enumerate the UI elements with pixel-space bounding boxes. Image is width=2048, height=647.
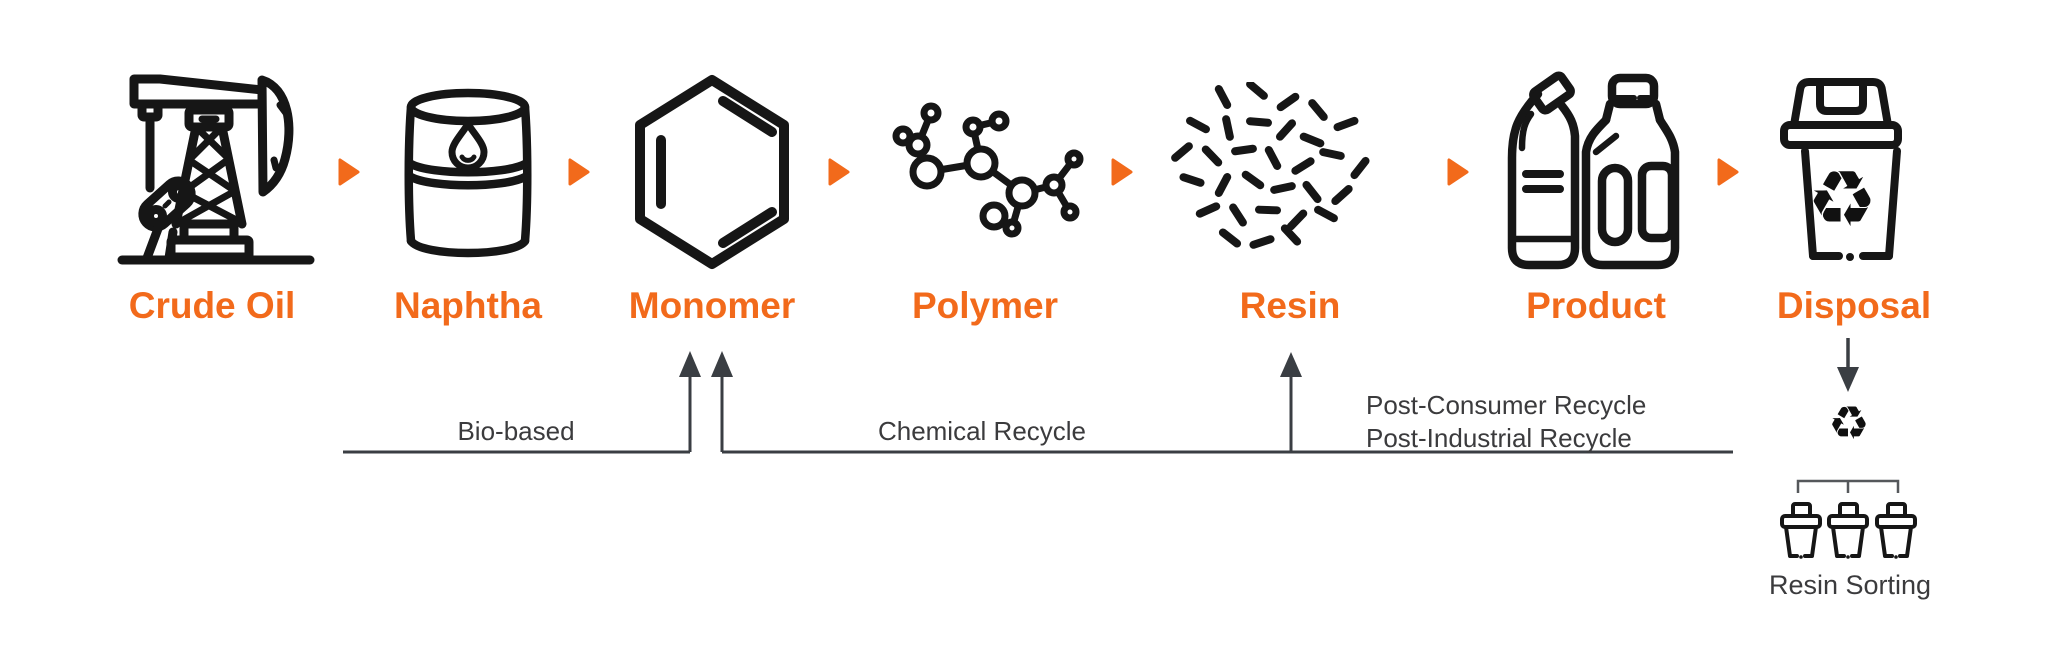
sorting-bin-icon — [1875, 502, 1917, 559]
resin-sorting-label: Resin Sorting — [1768, 570, 1932, 600]
disposal-down-arrow — [1837, 338, 1859, 392]
plastic-pellets-icon — [1171, 82, 1370, 249]
benzene-ring-icon — [635, 75, 789, 269]
stage-label-polymer: Polymer — [911, 285, 1058, 326]
flow-arrow-icon — [1111, 158, 1133, 186]
stage-label-crude-oil: Crude Oil — [128, 285, 296, 326]
sorting-bracket — [1796, 479, 1900, 493]
oil-pumpjack-icon — [117, 74, 315, 265]
flow-arrow-icon — [338, 158, 360, 186]
stage-label-monomer: Monomer — [628, 285, 796, 326]
stage-label-disposal: Disposal — [1776, 285, 1932, 326]
chemical-recycle-path — [711, 351, 1733, 454]
post-industrial-line: Post-Industrial Recycle — [1366, 423, 1632, 453]
stage-label-product: Product — [1526, 285, 1666, 326]
post-consumer-recycle-label: Post-Consumer Recycle Post-Industrial Re… — [1366, 389, 1696, 455]
recycle-symbol-icon: ♻ — [1828, 396, 1870, 450]
up-arrowhead-icon — [1280, 352, 1302, 377]
bin-recycle-symbol: ♻ — [1807, 155, 1877, 245]
flow-arrow-icon — [828, 158, 850, 186]
post-recycle-arrow — [1280, 352, 1302, 452]
molecule-icon — [892, 102, 1084, 238]
post-consumer-line: Post-Consumer Recycle — [1366, 390, 1647, 420]
bio-based-label: Bio-based — [457, 416, 575, 446]
flow-arrow-icon — [1447, 158, 1469, 186]
chemical-recycle-label: Chemical Recycle — [877, 416, 1087, 446]
bottles-icon — [1507, 71, 1680, 270]
recycling-bin-icon: ♻ — [1780, 78, 1902, 261]
sorting-bin-icon — [1780, 502, 1822, 559]
flow-arrow-icon — [1717, 158, 1739, 186]
sorting-bin-icon — [1827, 502, 1869, 559]
up-arrowhead-icon — [711, 351, 733, 377]
down-arrowhead-icon — [1837, 367, 1859, 392]
oil-barrel-icon — [404, 88, 532, 258]
stage-label-naphtha: Naphtha — [394, 285, 542, 326]
flow-arrow-icon — [568, 158, 590, 186]
stage-label-resin: Resin — [1239, 285, 1341, 326]
bio-based-path — [343, 351, 701, 454]
up-arrowhead-icon — [679, 351, 701, 377]
